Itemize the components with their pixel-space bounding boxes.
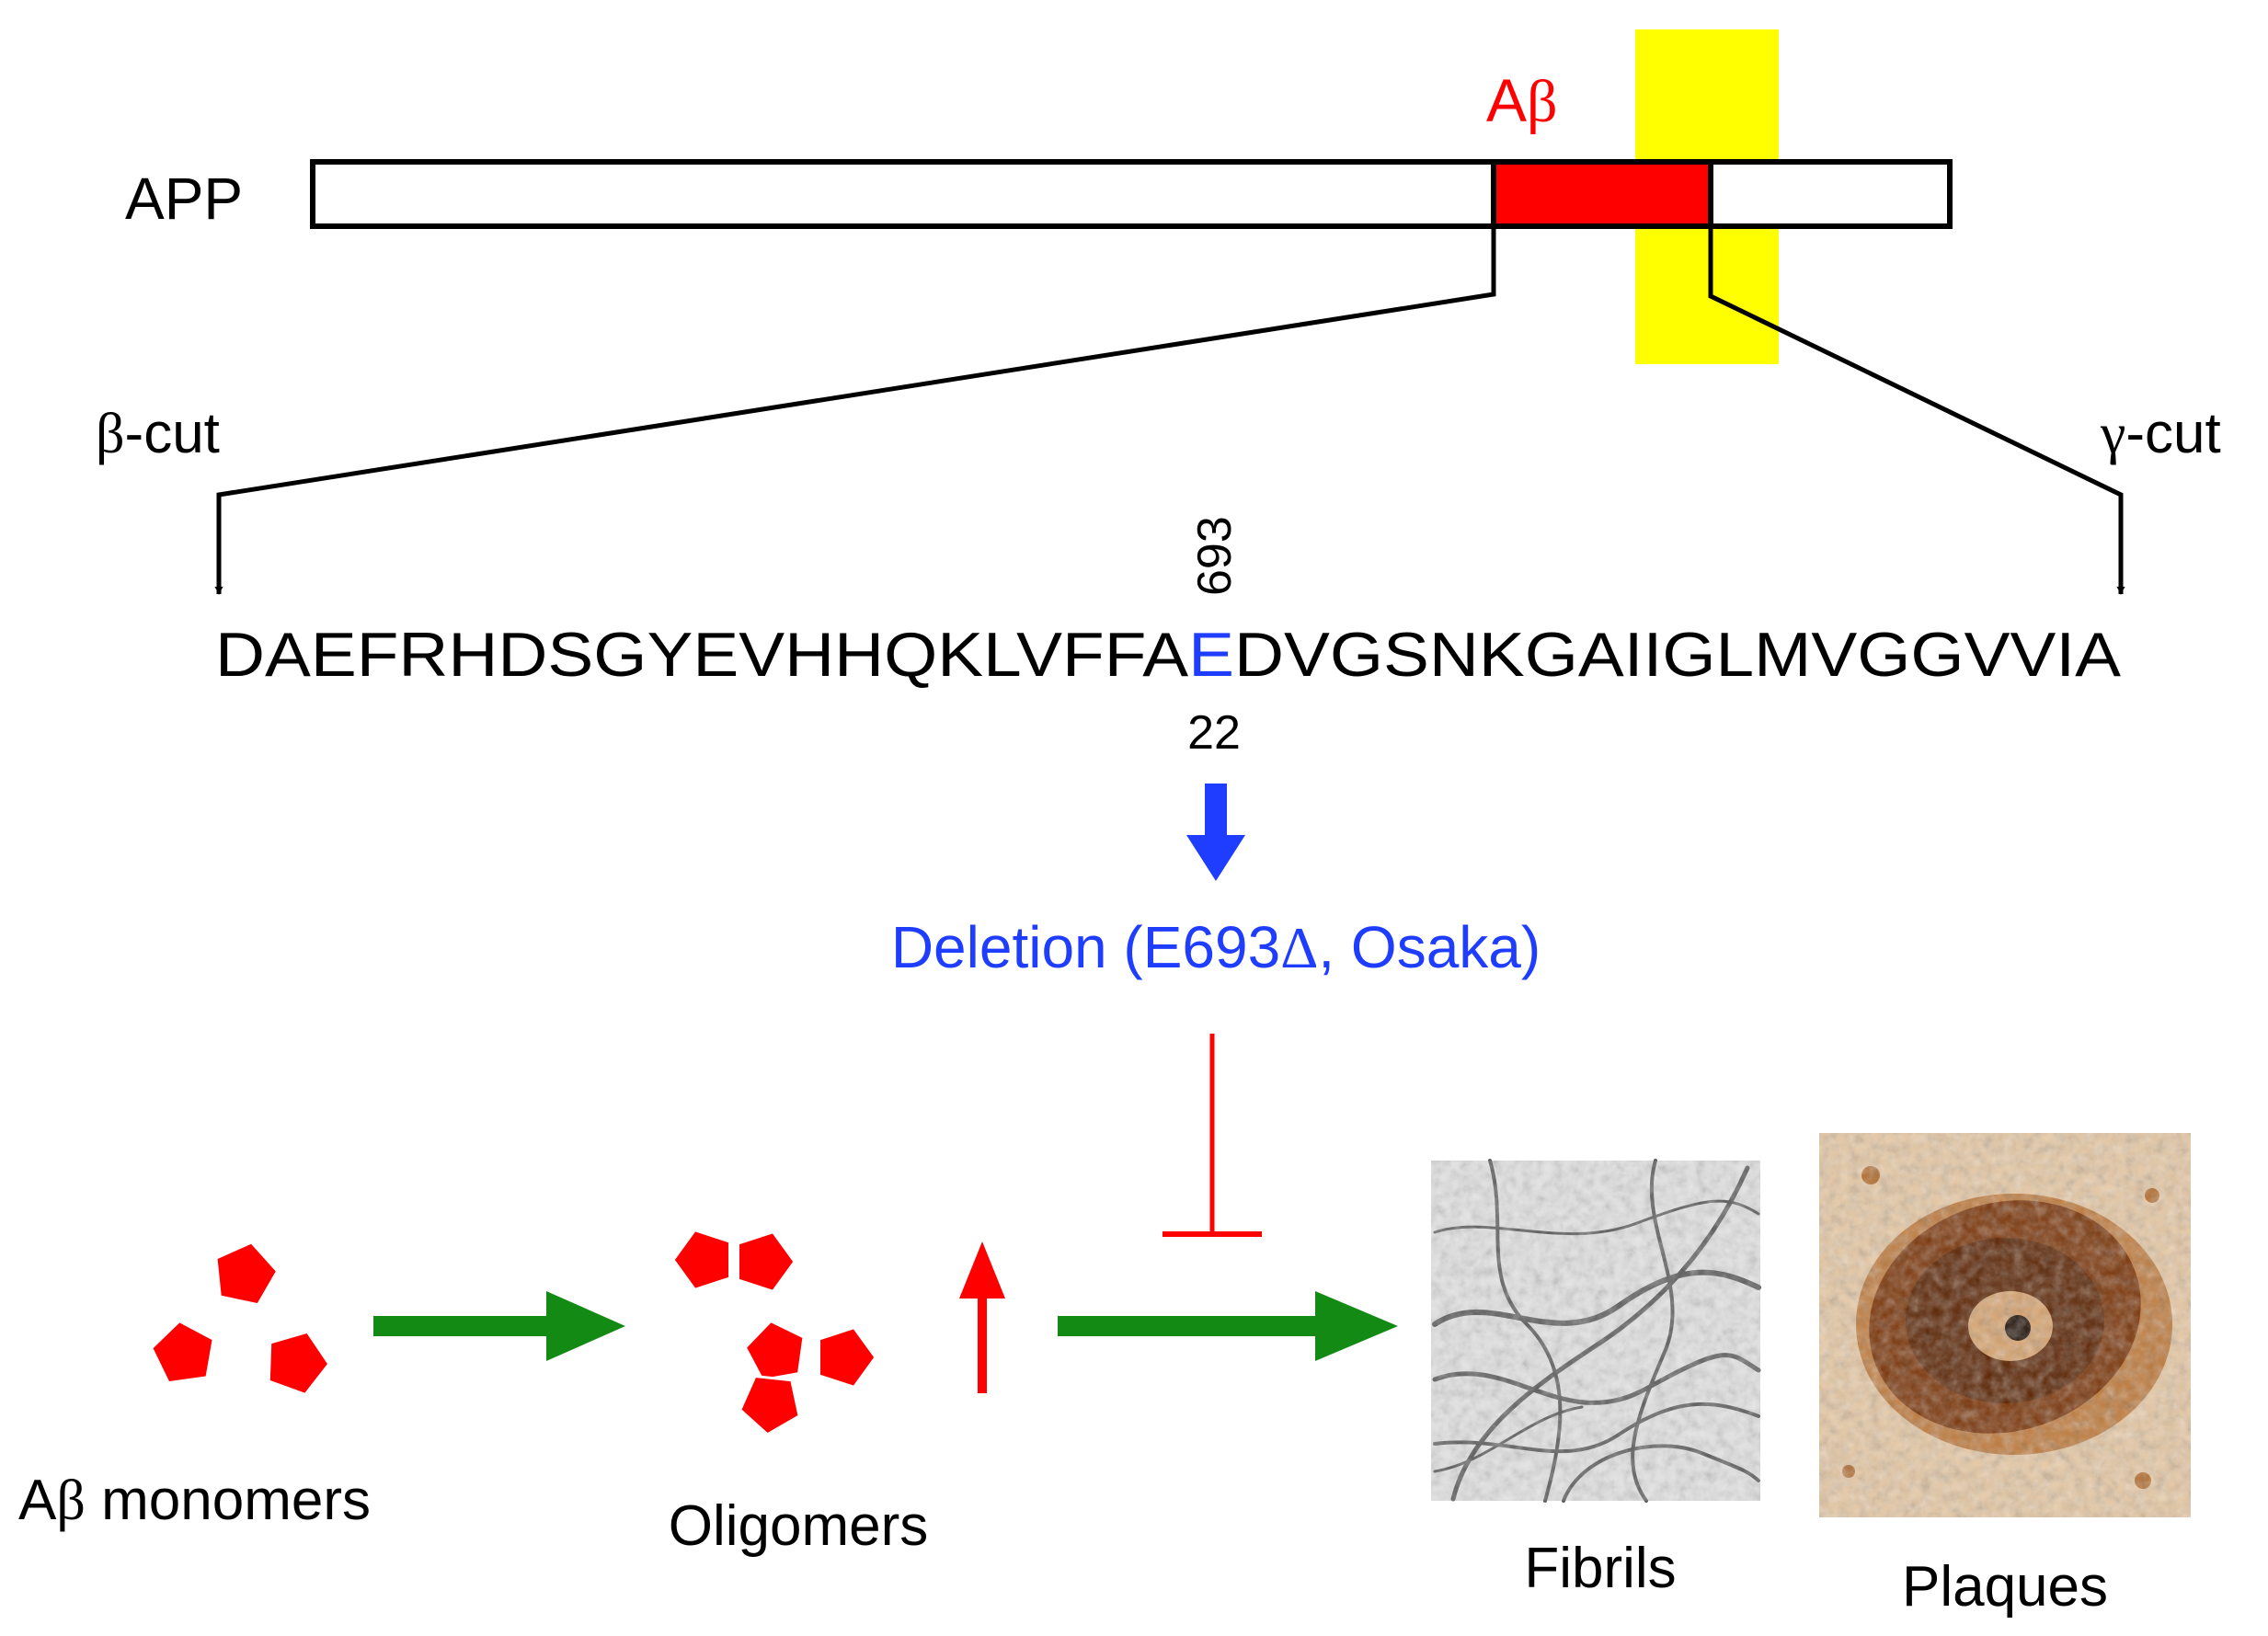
oligomers-label: Oligomers <box>669 1494 929 1558</box>
pentagon-icon <box>217 1243 276 1304</box>
abeta-segment <box>1491 159 1713 229</box>
right-arrow-icon <box>1058 1291 1398 1361</box>
pentagon-icon <box>671 1228 732 1292</box>
oligomer-group <box>671 1228 877 1436</box>
plaques-image <box>1819 1133 2191 1517</box>
position-693-label: 693 <box>1188 516 1242 596</box>
pentagon-icon <box>743 1319 806 1382</box>
fibrils-image <box>1431 1159 1761 1503</box>
gamma-cut-connector <box>1708 226 2125 595</box>
mutation-label: Deletion (E693Δ, Osaka) <box>891 914 1541 980</box>
monomer-group <box>153 1243 327 1393</box>
beta-cut-text: -cut <box>125 402 220 465</box>
abeta-label: Aβ <box>1486 66 1558 135</box>
sequence-glutamate-22: E <box>1188 620 1234 690</box>
pentagon-icon <box>738 1374 801 1436</box>
beta-cut-connector <box>214 226 1496 595</box>
right-arrow-icon <box>373 1291 625 1361</box>
beta-cut-label: β-cut <box>96 402 220 465</box>
pentagon-icon <box>817 1325 877 1390</box>
mutation-delta: Δ <box>1280 915 1318 980</box>
sequence-part-before: DAEFRHDSGYEVHHQKLVFFA <box>215 620 1189 690</box>
monomers-label-a: A <box>18 1469 57 1532</box>
abeta-label-beta: β <box>1527 68 1558 135</box>
sequence-part-after: DVGSNKGAIIGLMVGGVVIA <box>1234 620 2122 690</box>
gamma-cut-greek: γ <box>2100 403 2125 465</box>
position-22-label: 22 <box>1187 706 1241 760</box>
mutation-label-start: Deletion (E693 <box>891 914 1280 980</box>
app-label: APP <box>125 166 243 232</box>
monomers-label-rest: monomers <box>86 1469 371 1532</box>
pentagon-icon <box>736 1230 796 1294</box>
inhibition-bar-icon <box>1163 1034 1262 1237</box>
plaques-label: Plaques <box>1902 1555 2108 1619</box>
gamma-cut-label: γ-cut <box>2100 402 2221 465</box>
up-arrow-icon <box>959 1241 1005 1393</box>
monomers-label: Aβ monomers <box>18 1469 371 1532</box>
beta-cut-greek: β <box>96 403 125 465</box>
monomers-label-beta: β <box>56 1470 86 1532</box>
pentagon-icon <box>269 1333 327 1393</box>
blue-down-arrow-icon <box>1186 784 1245 881</box>
pentagon-icon <box>153 1322 212 1382</box>
abeta-label-a: A <box>1486 66 1527 134</box>
fibrils-label: Fibrils <box>1524 1537 1676 1600</box>
mutation-label-end: , Osaka) <box>1318 914 1541 980</box>
gamma-cut-text: -cut <box>2125 402 2220 465</box>
